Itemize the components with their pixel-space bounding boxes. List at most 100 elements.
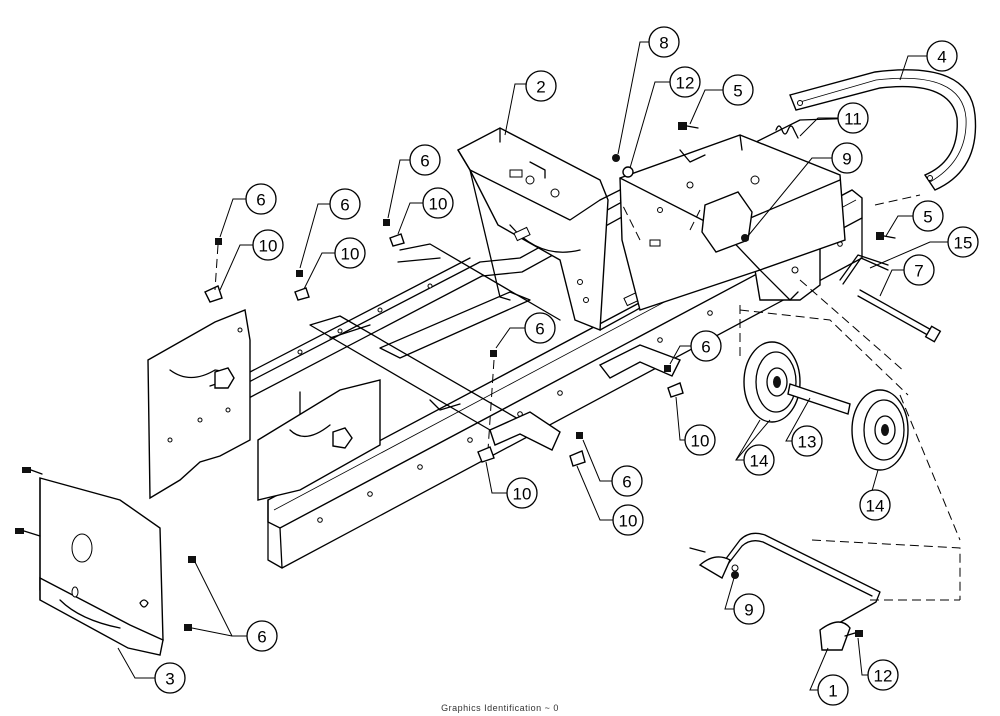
callout-number: 8	[659, 34, 668, 53]
callout-circle	[722, 74, 754, 106]
axle-part-13	[787, 383, 851, 415]
bolt-part-6-g2	[184, 624, 192, 631]
callout-number: 2	[536, 78, 545, 97]
callout-number: 6	[257, 628, 266, 647]
bolt-part-6-g1	[188, 556, 196, 563]
callout-circle	[817, 674, 849, 706]
callout-circle	[422, 187, 454, 219]
callout-circle	[154, 662, 186, 694]
callout-c14a: 14	[743, 444, 775, 476]
callout-number: 5	[733, 82, 742, 101]
callout-number: 6	[622, 473, 631, 492]
callout-leaders	[117, 41, 948, 691]
callout-c10d: 10	[684, 424, 716, 456]
spring-part-11	[775, 125, 799, 139]
callout-c10b: 10	[334, 237, 366, 269]
callout-number: 10	[513, 485, 532, 504]
callout-circle	[334, 237, 366, 269]
pulley-part-14-right	[851, 389, 909, 471]
bolt-icon	[22, 467, 43, 475]
callout-circle	[252, 229, 284, 261]
pulley-part-14-left	[743, 341, 801, 423]
linkage-rod-part-1	[689, 532, 881, 651]
clip-part-10-c	[389, 233, 405, 247]
callout-number: 10	[429, 195, 448, 214]
callout-c6a: 6	[245, 183, 277, 215]
rear-plate-part-3	[15, 467, 164, 656]
figure-caption: Graphics Identification ~ 0	[441, 703, 559, 713]
callout-c10e: 10	[506, 477, 538, 509]
callout-c6f: 6	[611, 465, 643, 497]
callout-circle	[506, 477, 538, 509]
callout-c8: 8	[648, 26, 680, 58]
callout-circle	[525, 70, 557, 102]
bolt-part-5-top	[678, 122, 699, 130]
callout-circle	[612, 504, 644, 536]
callout-circle	[831, 142, 863, 174]
callout-c6c: 6	[409, 144, 441, 176]
bolt-part-12-rod	[844, 630, 863, 637]
callout-c14b: 14	[859, 489, 891, 521]
callout-c9b: 9	[733, 593, 765, 625]
callout-number: 10	[259, 237, 278, 256]
callout-circle	[947, 226, 979, 258]
nut-part-9-front	[741, 234, 749, 242]
callout-circle	[733, 593, 765, 625]
callout-circle	[611, 465, 643, 497]
callout-circle	[791, 425, 823, 457]
callout-circle	[690, 330, 722, 362]
callout-number: 4	[937, 48, 946, 67]
bumper-part-4	[789, 69, 977, 191]
callout-circle	[867, 659, 899, 691]
bolt-part-6-b	[296, 270, 303, 277]
callout-c6d: 6	[524, 312, 556, 344]
callout-number: 12	[676, 74, 695, 93]
callout-circle	[329, 188, 361, 220]
bolt-part-6-e	[664, 365, 671, 372]
callout-number: 7	[914, 262, 923, 281]
clip-part-10-f	[569, 450, 586, 467]
callout-c15: 15	[947, 226, 979, 258]
callout-c6g: 6	[246, 620, 278, 652]
callout-number: 9	[842, 150, 851, 169]
callout-number: 10	[691, 432, 710, 451]
callout-circle	[524, 312, 556, 344]
l-rod-part-15	[839, 254, 889, 285]
callout-circle	[859, 489, 891, 521]
callout-c9a: 9	[831, 142, 863, 174]
callout-number: 14	[866, 497, 885, 516]
bolt-part-6-a	[215, 238, 222, 245]
callout-number: 10	[619, 512, 638, 531]
bolt-part-6-d	[490, 350, 497, 357]
callout-number: 13	[798, 433, 817, 452]
callout-c4: 4	[926, 40, 958, 72]
callout-c10a: 10	[252, 229, 284, 261]
callout-number: 11	[844, 110, 862, 129]
callout-number: 9	[744, 601, 753, 620]
callout-c6b: 6	[329, 188, 361, 220]
callout-c10f: 10	[612, 504, 644, 536]
callout-c2: 2	[525, 70, 557, 102]
callout-number: 15	[954, 234, 973, 253]
callout-c11: 11	[837, 102, 869, 134]
callout-circle	[669, 66, 701, 98]
callout-number: 12	[874, 667, 893, 686]
left-side-plate	[147, 309, 251, 500]
callout-number: 6	[701, 338, 710, 357]
callout-number: 6	[340, 196, 349, 215]
bolt-part-6-f	[576, 432, 583, 439]
clip-part-10-a	[204, 285, 223, 303]
callout-number: 6	[256, 191, 265, 210]
clip-part-10-b	[294, 287, 310, 301]
callout-c7: 7	[903, 254, 935, 286]
callout-number: 3	[165, 670, 174, 689]
callout-c12a: 12	[669, 66, 701, 98]
callout-c6e: 6	[690, 330, 722, 362]
bolt-part-6-c	[383, 219, 390, 226]
callout-number: 10	[341, 245, 360, 264]
callout-c12b: 12	[867, 659, 899, 691]
callout-circle	[648, 26, 680, 58]
callout-number: 6	[420, 152, 429, 171]
